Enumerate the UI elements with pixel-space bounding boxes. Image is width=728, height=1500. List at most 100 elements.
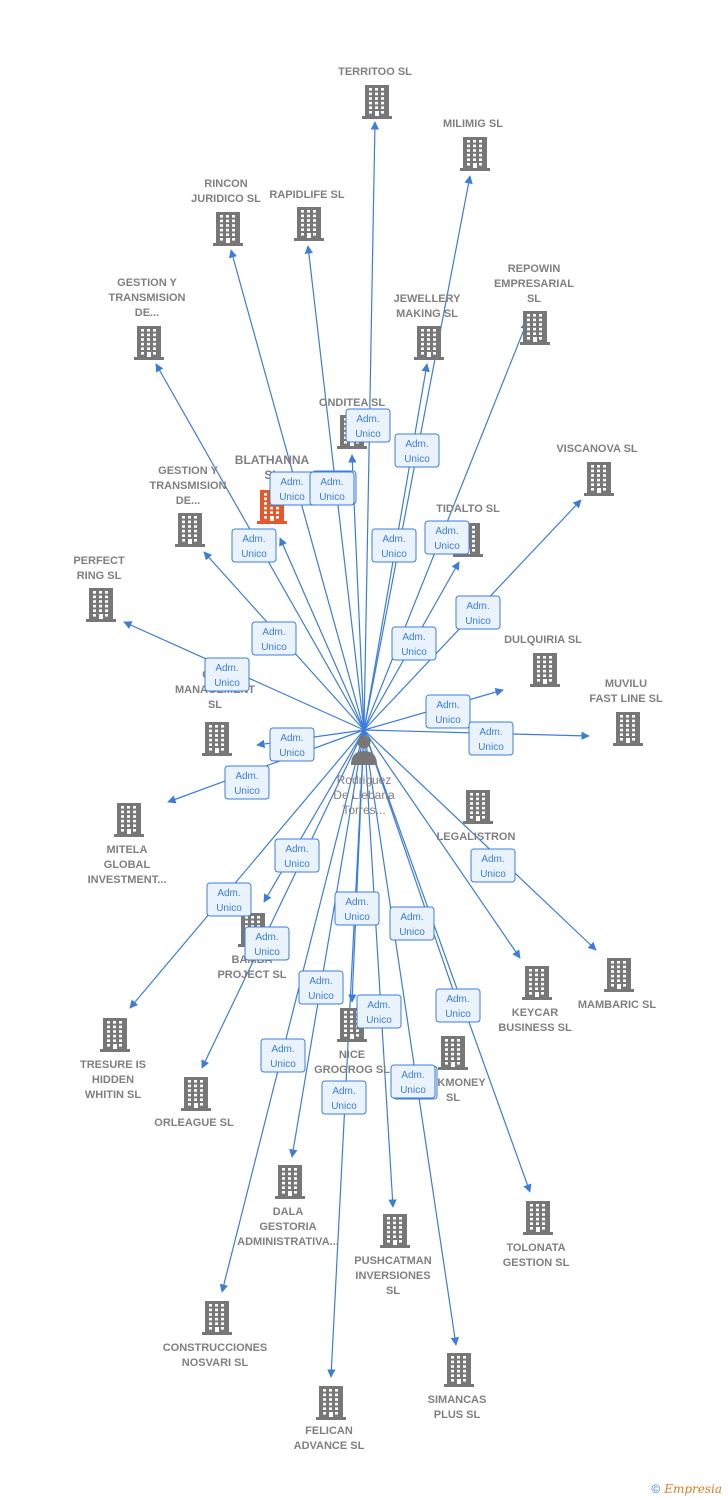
role-badge-gestion1: Adm.Unico <box>231 528 277 563</box>
role-text: Unico <box>355 429 381 440</box>
company-label: RAPIDLIFE SL <box>269 189 344 201</box>
building-icon <box>175 513 205 547</box>
role-text: Adm. <box>405 439 428 450</box>
role-badge-dala: Adm.Unico <box>298 970 344 1005</box>
role-text: Unico <box>400 1085 426 1096</box>
building-icon <box>414 326 444 360</box>
edge-ckmoney <box>363 729 466 1023</box>
role-text: Unico <box>434 541 460 552</box>
company-label: WHITIN SL <box>85 1089 141 1101</box>
company-label: INVESTMENT... <box>88 874 167 886</box>
company-node-rapidlife[interactable]: RAPIDLIFE SL <box>269 189 345 241</box>
company-label: JEWELLERY <box>394 293 461 305</box>
company-label: TOLONATA <box>506 1242 565 1254</box>
role-badge-tidalto: Adm.Unico <box>391 626 437 661</box>
company-node-mitela[interactable]: MITELAGLOBALINVESTMENT... <box>88 803 167 886</box>
company-label: SIMANCAS <box>428 1394 487 1406</box>
role-text: Unico <box>404 454 430 465</box>
building-icon <box>275 1165 305 1199</box>
company-label: PUSHCATMAN <box>354 1255 431 1267</box>
role-badge-gestion2: Adm.Unico <box>251 621 297 656</box>
role-badge-mitela: Adm.Unico <box>224 765 270 800</box>
company-node-gestion2[interactable]: GESTION Y TRANSMISION DE... <box>150 465 227 547</box>
company-node-milimig[interactable]: MILIMIG SL <box>443 118 503 171</box>
building-icon <box>213 212 243 246</box>
footer-brand[interactable]: ©Empresia <box>651 1482 722 1496</box>
company-label: VISCANOVA SL <box>556 443 638 455</box>
company-label: MITELA <box>107 844 148 856</box>
role-badge-construcciones: Adm. Unico <box>260 1038 306 1073</box>
role-badge-onditea: Adm. Unico <box>345 408 391 443</box>
role-badge-blathanna: Adm.Unico <box>309 471 355 506</box>
company-node-gestion1[interactable]: GESTION YTRANSMISIONDE... <box>109 277 186 360</box>
company-node-territoo[interactable]: TERRITOO SL <box>338 66 412 119</box>
role-text: Unico <box>478 742 504 753</box>
company-node-orleague[interactable]: ORLEAGUE SL <box>154 1077 234 1129</box>
role-text: Unico <box>284 859 310 870</box>
company-node-legalistron[interactable]: LEGALISTRON <box>437 790 516 843</box>
role-text: Adm. <box>271 1044 294 1055</box>
building-icon <box>584 462 614 496</box>
role-badge-repowin: Adm.Unico <box>455 595 501 630</box>
role-text: Unico <box>270 1059 296 1070</box>
company-node-dulquiria[interactable]: DULQUIRIA SL <box>504 634 582 687</box>
building-icon <box>202 722 232 756</box>
role-badge-management: Adm.Unico <box>269 727 315 762</box>
role-text: Adm. <box>436 700 459 711</box>
company-label: JURIDICO SL <box>191 193 261 205</box>
role-text: Adm. <box>320 477 343 488</box>
role-badge-ckmoney: Adm.Unico <box>435 988 481 1023</box>
role-text: Adm. <box>235 771 258 782</box>
role-text: Adm. <box>345 897 368 908</box>
company-label: GESTION Y <box>158 465 218 477</box>
company-label: HIDDEN <box>92 1074 134 1086</box>
role-text: Adm. <box>280 477 303 488</box>
role-badge-felican: Adm.Unico <box>321 1080 367 1115</box>
company-node-dala[interactable]: DALAGESTORIAADMINISTRATIVA... <box>237 1165 339 1248</box>
company-label: TRANSMISION <box>150 480 227 492</box>
role-text: Adm. <box>356 414 379 425</box>
role-text: Adm. <box>466 601 489 612</box>
role-text: Unico <box>344 912 370 923</box>
edge-tresure <box>129 729 365 1009</box>
company-label: TIDALTO SL <box>436 503 500 515</box>
person-head-icon <box>357 735 371 749</box>
building-icon <box>181 1077 211 1111</box>
building-icon <box>114 803 144 837</box>
role-text: Adm. <box>255 932 278 943</box>
building-icon <box>444 1353 474 1387</box>
company-label: FELICAN <box>305 1425 353 1437</box>
role-badge-muvilu: Adm.Unico <box>468 721 514 756</box>
role-text: Unico <box>214 678 240 689</box>
edge-mambaric <box>363 729 597 951</box>
company-label: SL <box>527 293 541 305</box>
edges-layer <box>123 121 597 1378</box>
edge-felican <box>327 729 365 1378</box>
role-badge-rapidlife: Adm.Unico <box>269 471 315 506</box>
building-icon <box>294 207 324 241</box>
role-text: Adm. <box>400 912 423 923</box>
company-label: DALA <box>273 1206 304 1218</box>
edge-construcciones <box>219 729 365 1293</box>
company-node-viscanova[interactable]: VISCANOVA SL <box>556 443 638 496</box>
person-label: Rodriguez <box>337 773 392 787</box>
company-label: GROGROG SL <box>314 1064 390 1076</box>
company-node-mambaric[interactable]: MAMBARIC SL <box>578 958 656 1011</box>
company-label: TRANSMISION <box>109 292 186 304</box>
company-label: DE... <box>176 495 200 507</box>
